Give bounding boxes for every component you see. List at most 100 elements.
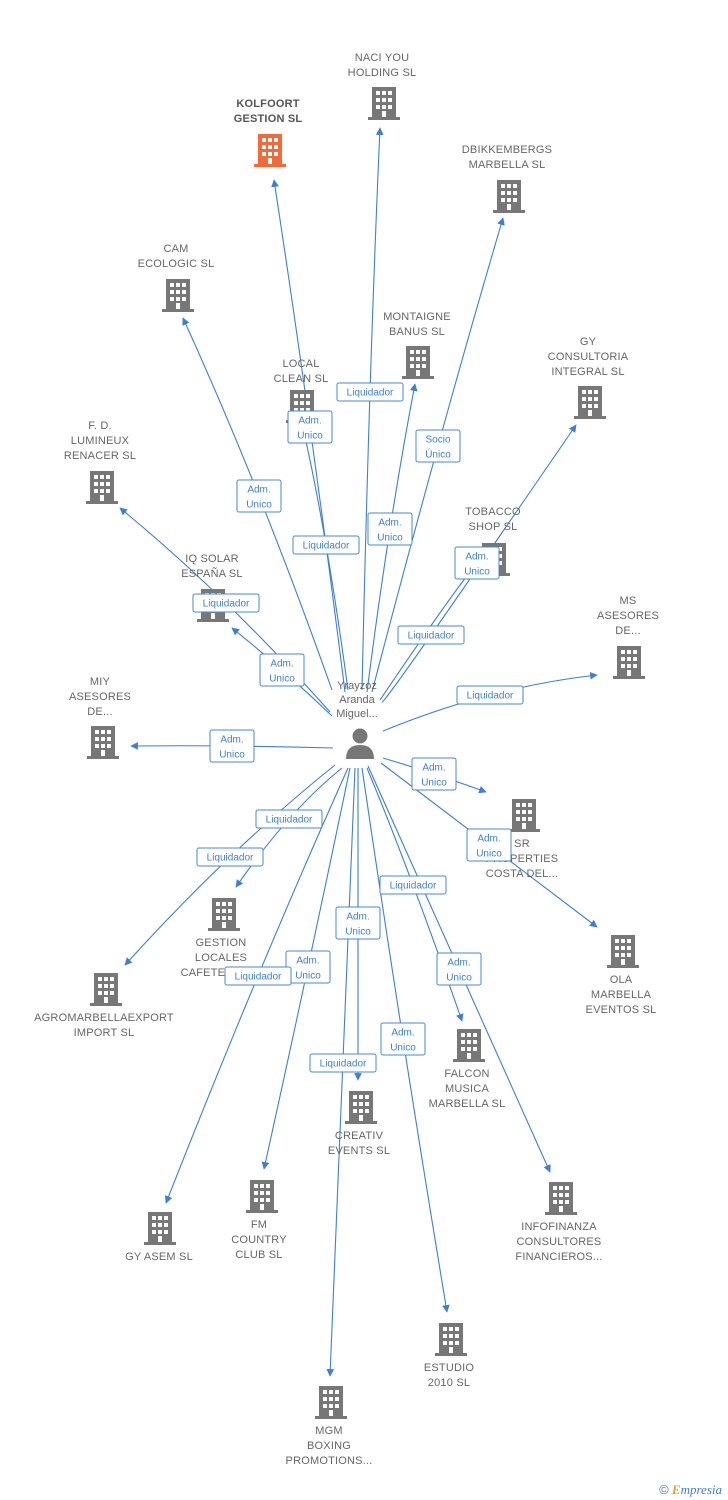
edge-label-text: Unico — [390, 1043, 416, 1054]
edge-label-lumineux[interactable]: Liquidador — [192, 593, 260, 613]
company-name: CREATIV — [335, 1130, 384, 1142]
edge-label-creativ[interactable]: Adm.Unico — [335, 906, 381, 940]
edge-label-gy-consultoria[interactable]: Liquidador — [397, 625, 465, 645]
person-name: Yrayzoz — [337, 680, 377, 692]
company-node-cam[interactable]: CAM ECOLOGIC SL — [138, 243, 215, 312]
edge-label-text: Liquidador — [408, 631, 455, 642]
company-node-estudio[interactable]: ESTUDIO 2010 SL — [424, 1323, 475, 1389]
edge-label-agromarbella[interactable]: Liquidador — [196, 847, 264, 867]
company-name: 2010 SL — [428, 1377, 470, 1389]
edge-label-local-clean[interactable]: Liquidador — [292, 535, 360, 555]
company-node-mgm[interactable]: MGMBOXINGPROMOTIONS... — [286, 1386, 373, 1467]
edge-label-text: Único — [425, 448, 451, 461]
edge-label-miy-asesores[interactable]: Adm.Unico — [209, 729, 255, 763]
building-icon — [493, 180, 525, 213]
building-icon — [607, 935, 639, 968]
company-name: DE... — [615, 625, 640, 637]
edge-label-mgm[interactable]: Liquidador — [309, 1053, 377, 1073]
edge-label-tobacco[interactable]: Adm. Unico — [454, 546, 500, 580]
company-name: MUSICA — [445, 1083, 489, 1095]
company-name: COSTA DEL... — [486, 868, 559, 880]
company-name: MONTAIGNE — [383, 311, 451, 323]
edge-label-text: Socio — [425, 435, 450, 446]
empresia-footer[interactable]: © Empresia — [659, 1482, 722, 1498]
edge-label-gestion-locales[interactable]: Liquidador — [255, 809, 323, 829]
edge-label-ms-asesores[interactable]: Liquidador — [456, 685, 524, 705]
edge-label-text: Liquidador — [303, 541, 350, 552]
edge-label-infofinanza[interactable]: Adm. Unico — [436, 952, 482, 986]
center-node[interactable]: YrayzozArandaMiguel... — [336, 680, 378, 759]
company-node-gy-asem[interactable]: GY ASEM SL — [125, 1212, 193, 1263]
company-name: AGROMARBELLAEXPORT — [34, 1012, 174, 1024]
company-node-infofinanza[interactable]: INFOFINANZACONSULTORESFINANCIEROS... — [515, 1182, 602, 1263]
edge-label-kolfoort[interactable]: Adm. Unico — [287, 410, 333, 444]
edge-label-montaigne[interactable]: Adm. Unico — [367, 512, 413, 546]
edge-label-naci[interactable]: Liquidador — [336, 382, 404, 402]
edge-label-cam[interactable]: Adm.Unico — [236, 479, 282, 513]
company-name: ASESORES — [69, 691, 131, 703]
company-name: RENACER SL — [64, 450, 136, 462]
company-name: PROMOTIONS... — [286, 1455, 373, 1467]
building-icon — [246, 1180, 278, 1213]
company-name: ESTUDIO — [424, 1362, 475, 1374]
building-icon — [86, 471, 118, 504]
company-node-miy-asesores[interactable]: MIYASESORESDE... — [69, 676, 131, 759]
building-icon — [435, 1323, 467, 1356]
edge-label-text: Liquidador — [467, 691, 514, 702]
company-name: IQ SOLAR — [185, 553, 239, 565]
company-name: CONSULTORIA — [548, 351, 629, 363]
edge-label-estudio[interactable]: Adm.Unico — [380, 1022, 426, 1056]
edge-label-text: Liquidador — [320, 1059, 367, 1070]
company-name: GESTION SL — [234, 113, 303, 125]
edge-label-sr-properties[interactable]: Adm.Unico — [411, 757, 457, 791]
company-name: FINANCIEROS... — [515, 1251, 602, 1263]
edge-label-text: Unico — [377, 533, 403, 544]
edge-label-text: Unico — [464, 567, 490, 578]
edge-label-text: Adm. — [465, 552, 488, 563]
edge-label-text: Unico — [297, 431, 323, 442]
edge-label-fm-country[interactable]: Adm.Unico — [285, 950, 331, 984]
brand-initial: E — [671, 1482, 681, 1497]
edge-label-text: Unico — [446, 973, 472, 984]
company-name: EVENTOS SL — [586, 1004, 657, 1016]
building-icon — [208, 898, 240, 931]
edge-label-falcon[interactable]: Liquidador — [379, 875, 447, 895]
edge-label-text: Liquidador — [266, 815, 313, 826]
building-icon — [162, 279, 194, 312]
edge-label-iq-solar[interactable]: Adm.Unico — [259, 653, 305, 687]
company-name: TOBACCO — [465, 506, 521, 518]
edge-labels-layer: Adm.UnicoLiquidadorSocioÚnicoAdm.UnicoAd… — [192, 382, 524, 1073]
company-node-ms-asesores[interactable]: MSASESORESDE... — [597, 595, 659, 679]
building-icon — [254, 134, 286, 167]
edge-label-gy-asem[interactable]: Liquidador — [224, 966, 292, 986]
company-name: CAM — [163, 243, 188, 255]
company-name: CLUB SL — [235, 1249, 282, 1261]
company-name: GESTION — [196, 937, 247, 949]
building-icon — [574, 386, 606, 419]
edge-label-text: Adm. — [298, 416, 321, 427]
edge-label-text: Adm. — [220, 735, 243, 746]
edge-label-text: Unico — [476, 849, 502, 860]
edge-label-text: Adm. — [447, 958, 470, 969]
company-name: ECOLOGIC SL — [138, 258, 215, 270]
edge-label-ola-marbella[interactable]: Adm.Unico — [466, 828, 512, 862]
company-name: GY — [580, 336, 597, 348]
edge-label-text: Adm. — [378, 518, 401, 529]
